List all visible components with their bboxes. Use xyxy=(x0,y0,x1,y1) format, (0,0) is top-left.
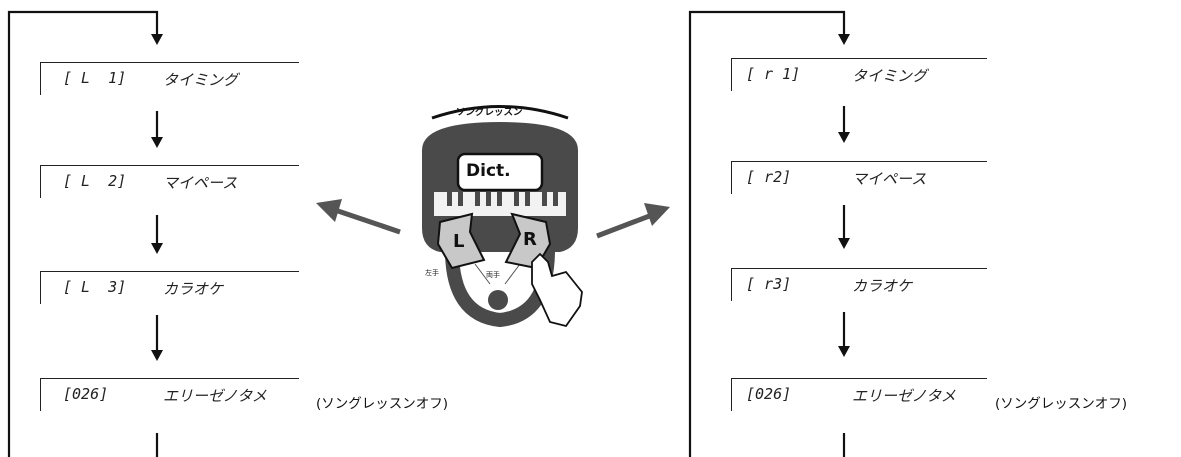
arrow-to-left-head xyxy=(316,199,342,222)
left-arrowhead-2 xyxy=(151,137,163,148)
keyboard-panel-illustration xyxy=(422,105,583,328)
right-display-2-code: [ r2] xyxy=(746,168,792,186)
left-hand-label: 左手 xyxy=(425,269,439,277)
song-lesson-title: ソングレッスン xyxy=(456,107,523,118)
left-arrowhead-1 xyxy=(151,34,163,45)
right-loop-line xyxy=(688,10,846,457)
arrow-to-right-flow xyxy=(596,212,653,239)
right-display-1-label: タイミング xyxy=(852,67,928,85)
right-display-4-label: エリーゼノタメ xyxy=(852,387,956,405)
left-display-3-code: [ L 3] xyxy=(63,278,127,296)
right-arrowhead-3 xyxy=(838,238,850,249)
right-display-4: [026] エリーゼノタメ xyxy=(731,378,987,411)
left-display-2-code: [ L 2] xyxy=(63,172,127,190)
right-hand-button[interactable]: R xyxy=(523,229,537,250)
right-display-3-label: カラオケ xyxy=(852,277,913,295)
right-arrowhead-2 xyxy=(838,132,850,143)
left-arrowhead-4 xyxy=(151,350,163,361)
left-loop-line xyxy=(7,10,159,457)
right-display-1-code: [ r 1] xyxy=(746,65,801,83)
right-display-4-code: [026] xyxy=(746,385,792,403)
left-display-4-label: エリーゼノタメ xyxy=(163,387,267,405)
right-song-lesson-off-note: (ソングレッスンオフ) xyxy=(995,396,1128,412)
right-display-3: [ r3] カラオケ xyxy=(731,268,987,301)
right-display-2-label: マイペース xyxy=(852,170,927,188)
left-display-2-label: マイペース xyxy=(163,174,238,192)
left-arrowhead-3 xyxy=(151,243,163,254)
arrow-to-right-head xyxy=(644,203,670,226)
left-display-1: [ L 1] タイミング xyxy=(40,62,299,95)
right-display-1: [ r 1] タイミング xyxy=(731,58,987,91)
right-display-2: [ r2] マイペース xyxy=(731,161,987,194)
left-song-lesson-off-note: (ソングレッスンオフ) xyxy=(316,396,449,412)
right-arrowhead-1 xyxy=(838,34,850,45)
left-hand-button[interactable]: L xyxy=(453,231,465,252)
right-display-3-code: [ r3] xyxy=(746,275,792,293)
left-display-1-label: タイミング xyxy=(163,71,239,89)
both-hands-label: 両手 xyxy=(486,271,500,279)
left-display-4: [026] エリーゼノタメ xyxy=(40,378,299,411)
arrow-to-left-flow xyxy=(334,207,401,235)
left-display-1-code: [ L 1] xyxy=(63,69,127,87)
right-arrowhead-4 xyxy=(838,346,850,357)
left-display-3-label: カラオケ xyxy=(163,280,224,298)
dict-button[interactable]: Dict. xyxy=(466,161,511,181)
left-display-2: [ L 2] マイペース xyxy=(40,165,299,198)
left-display-4-code: [026] xyxy=(63,385,109,403)
left-display-3: [ L 3] カラオケ xyxy=(40,271,299,304)
